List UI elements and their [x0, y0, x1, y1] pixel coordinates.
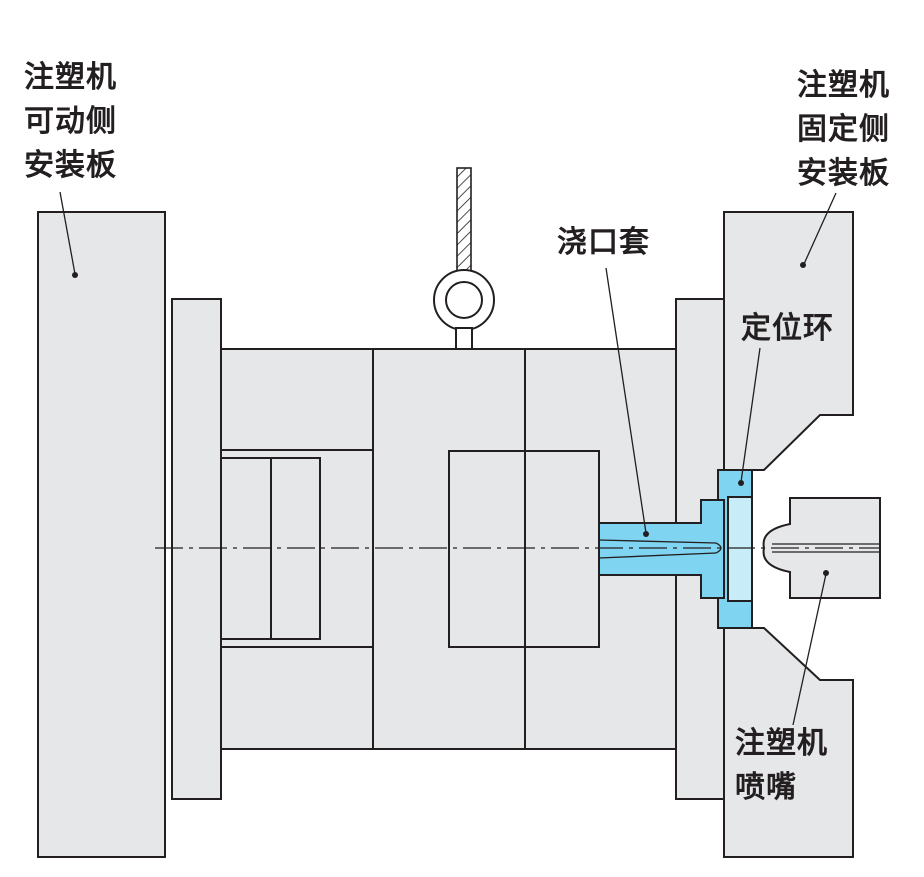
moving-platen	[37, 211, 166, 858]
label-line: 浇口套	[557, 225, 650, 260]
leader-moving-plate	[59, 191, 76, 275]
label-locating-ring: 定位环	[741, 307, 834, 351]
fixed-platen-lower	[723, 627, 854, 858]
label-line: 注塑机	[797, 68, 890, 103]
label-line: 固定侧	[797, 112, 890, 147]
leader-dot-moving-plate	[72, 272, 78, 278]
lifting-rope	[456, 167, 472, 287]
leader-dot-nozzle	[823, 570, 829, 576]
label-nozzle: 注塑机 喷嘴	[735, 722, 828, 810]
label-line: 定位环	[741, 311, 834, 346]
sprue-channel	[598, 539, 717, 559]
leader-sprue	[605, 267, 647, 534]
eye-bolt-icon	[433, 269, 495, 350]
label-line: 注塑机	[24, 60, 117, 95]
label-line: 安装板	[797, 156, 890, 191]
leader-nozzle	[792, 573, 827, 726]
leader-fixed-plate	[803, 192, 837, 265]
label-line: 可动侧	[24, 104, 117, 139]
leader-dot-ring	[738, 480, 744, 486]
leader-ring	[740, 347, 761, 483]
moving-clamp-plate	[171, 298, 222, 800]
label-fixed-plate: 注塑机 固定侧 安装板	[797, 64, 890, 196]
leader-dot-fixed-plate	[800, 262, 806, 268]
locating-ring-inner	[727, 496, 753, 602]
label-line: 安装板	[24, 148, 117, 183]
label-line: 注塑机	[735, 726, 828, 761]
leader-dot-sprue	[643, 531, 649, 537]
label-line: 喷嘴	[735, 770, 797, 805]
label-sprue-bushing: 浇口套	[557, 221, 650, 265]
label-moving-plate: 注塑机 可动侧 安装板	[24, 56, 117, 188]
